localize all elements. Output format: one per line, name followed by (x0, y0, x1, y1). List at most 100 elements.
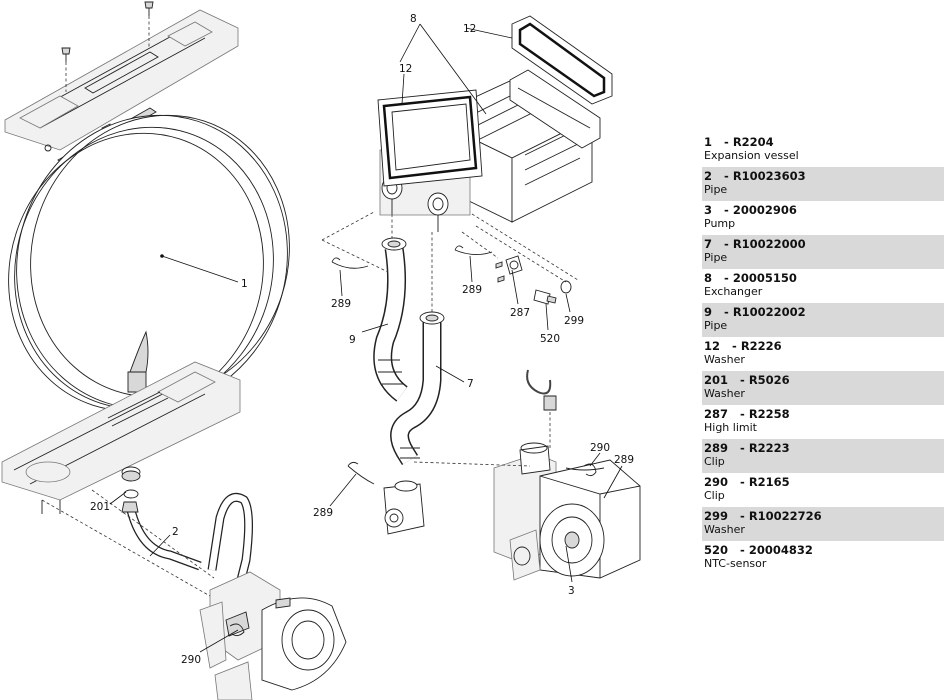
expansion-vessel (8, 114, 290, 462)
washer-12-right (511, 15, 613, 105)
part-code: 20004832 (748, 543, 813, 557)
pipe-2 (121, 492, 254, 586)
high-limit-287 (495, 255, 523, 283)
lower-pump (199, 571, 347, 700)
part-number: 12 (704, 339, 721, 353)
part-description: Clip (704, 455, 725, 468)
lower-bracket (1, 361, 241, 514)
part-row-201: 201 - R5026 Washer (702, 371, 944, 405)
callout-289-c: 289 (313, 507, 333, 519)
part-head: 8 - 20005150 (704, 271, 797, 285)
part-description: Washer (704, 523, 745, 536)
part-code: R2223 (748, 441, 790, 455)
washer-299 (560, 280, 572, 294)
pipe-7 (390, 311, 445, 466)
part-code: R5026 (748, 373, 790, 387)
part-code: 20002906 (732, 203, 797, 217)
part-description: Washer (704, 387, 745, 400)
part-number: 7 (704, 237, 713, 251)
clip-289-d (565, 467, 605, 471)
ntc-sensor-520 (526, 289, 557, 448)
clip-289-a (331, 257, 369, 269)
part-code: R2165 (748, 475, 790, 489)
part-code: 20005150 (732, 271, 797, 285)
part-row-299: 299 - R10022726 Washer (702, 507, 944, 541)
part-number: 290 (704, 475, 729, 489)
part-number: 9 (704, 305, 713, 319)
part-code: R2226 (740, 339, 782, 353)
part-code: R2204 (732, 135, 774, 149)
part-row-2: 2 - R10023603 Pipe (702, 167, 944, 201)
callout-7: 7 (467, 378, 474, 390)
part-number: 1 (704, 135, 713, 149)
leader-lines (109, 23, 623, 653)
pump-3 (493, 442, 641, 581)
callout-201: 201 (90, 501, 110, 513)
callout-labels: 1 2 3 7 8 9 12 12 201 287 289 289 289 28… (90, 13, 634, 666)
part-row-7: 7 - R10022000 Pipe (702, 235, 944, 269)
part-head: 520 - 20004832 (704, 543, 813, 557)
valve-body (383, 480, 425, 535)
part-head: 290 - R2165 (704, 475, 790, 489)
parts-list: 1 - R2204 Expansion vessel 2 - R10023603… (702, 133, 944, 575)
callout-12-right: 12 (463, 23, 476, 35)
part-code: R10023603 (732, 169, 806, 183)
part-number: 299 (704, 509, 729, 523)
part-head: 287 - R2258 (704, 407, 790, 421)
end-caps (509, 69, 601, 149)
part-description: Pipe (704, 319, 728, 332)
part-number: 3 (704, 203, 713, 217)
part-head: 2 - R10023603 (704, 169, 806, 183)
part-number: 2 (704, 169, 713, 183)
part-head: 7 - R10022000 (704, 237, 806, 251)
callout-3: 3 (568, 585, 575, 597)
callout-2: 2 (172, 526, 179, 538)
part-head: 3 - 20002906 (704, 203, 797, 217)
callout-520: 520 (540, 333, 560, 345)
part-code: R10022000 (732, 237, 806, 251)
part-number: 520 (704, 543, 729, 557)
part-head: 299 - R10022726 (704, 509, 822, 523)
callout-290-b: 290 (181, 654, 201, 666)
part-description: Washer (704, 353, 745, 366)
callout-289-b: 289 (462, 284, 482, 296)
part-description: Pump (704, 217, 736, 230)
clip-289-c (347, 461, 375, 485)
clip-290-b (229, 623, 245, 637)
upper-bracket (4, 9, 239, 152)
callout-287: 287 (510, 307, 530, 319)
part-code: R10022726 (748, 509, 822, 523)
screw-icon (144, 1, 154, 48)
part-description: Expansion vessel (704, 149, 799, 162)
callout-9: 9 (349, 334, 356, 346)
callout-8: 8 (410, 13, 417, 25)
part-number: 287 (704, 407, 729, 421)
part-row-1: 1 - R2204 Expansion vessel (702, 133, 944, 167)
clip-290-a (583, 463, 597, 477)
part-description: Pipe (704, 183, 728, 196)
part-row-287: 287 - R2258 High limit (702, 405, 944, 439)
washer-12-left (377, 89, 483, 187)
callout-1: 1 (241, 278, 248, 290)
part-code: R2258 (748, 407, 790, 421)
part-description: Exchanger (704, 285, 763, 298)
exploded-parts-diagram: 1 2 3 7 8 9 12 12 201 287 289 289 289 28… (1, 1, 641, 700)
part-row-8: 8 - 20005150 Exchanger (702, 269, 944, 303)
part-number: 289 (704, 441, 729, 455)
part-row-3: 3 - 20002906 Pump (702, 201, 944, 235)
part-description: Clip (704, 489, 725, 502)
screw-icon (61, 47, 71, 92)
part-description: High limit (704, 421, 757, 434)
part-head: 1 - R2204 (704, 135, 774, 149)
part-head: 12 - R2226 (704, 339, 782, 353)
callout-12-left: 12 (399, 63, 412, 75)
part-number: 8 (704, 271, 713, 285)
part-code: R10022002 (732, 305, 806, 319)
callout-290-a: 290 (590, 442, 610, 454)
part-head: 9 - R10022002 (704, 305, 806, 319)
callout-299: 299 (564, 315, 584, 327)
pipe-9 (373, 237, 409, 402)
part-head: 289 - R2223 (704, 441, 790, 455)
part-row-290: 290 - R2165 Clip (702, 473, 944, 507)
part-row-520: 520 - 20004832 NTC-sensor (702, 541, 944, 575)
